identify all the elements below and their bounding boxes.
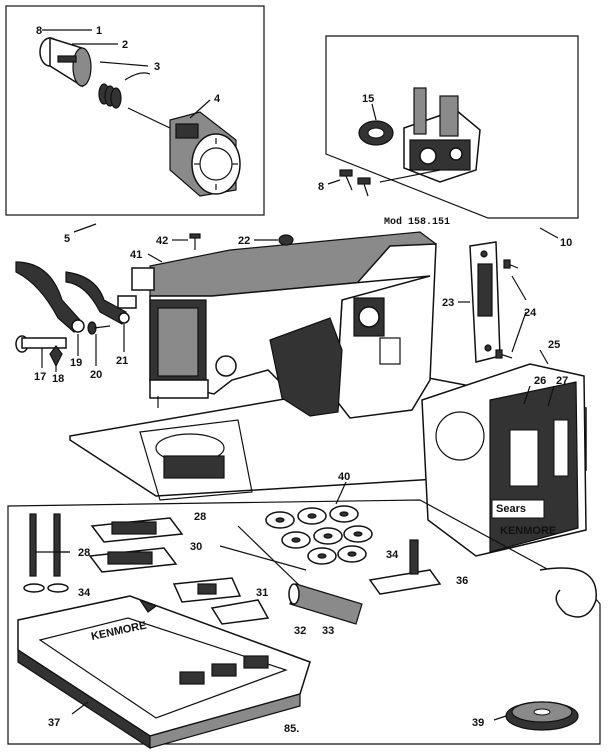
cover-brand-script: KENMORE — [500, 525, 556, 537]
part-label-8b: 8 — [318, 181, 324, 193]
part-label-21: 21 — [116, 355, 128, 367]
needle-plate-28-part — [90, 517, 184, 543]
motor-cap-part — [39, 36, 92, 88]
screwdriver-32-part — [219, 525, 307, 587]
page-number: 85. — [284, 723, 299, 735]
motor-body-part — [127, 107, 241, 197]
motor-inset — [5, 5, 265, 233]
part-label-18: 18 — [52, 373, 64, 385]
part-label-2: 2 — [122, 39, 128, 51]
hook-inset — [325, 35, 579, 239]
part-label-5: 5 — [64, 233, 70, 245]
spindles-28-part — [23, 513, 69, 593]
part-label-40: 40 — [338, 471, 350, 483]
part-label-3: 3 — [154, 61, 160, 73]
part-label-17: 17 — [34, 371, 46, 383]
part-label-27: 27 — [556, 375, 568, 387]
lever-parts — [15, 261, 137, 333]
part-label-4: 4 — [214, 93, 221, 105]
pin-17-part — [15, 335, 67, 353]
machine-head — [131, 231, 437, 419]
face-plate-23-part — [469, 241, 501, 363]
screw-20-part — [87, 321, 111, 335]
screws-part — [339, 169, 371, 197]
part-label-25: 25 — [548, 339, 560, 351]
part-label-42: 42 — [156, 235, 168, 247]
side-cover-25-part — [421, 363, 587, 557]
cam-tray-30-part — [88, 547, 178, 573]
part-label-37: 37 — [48, 717, 60, 729]
part-label-22: 22 — [238, 235, 250, 247]
ring-washer-part — [358, 120, 394, 146]
part-label-20: 20 — [90, 369, 102, 381]
part-label-39: 39 — [472, 717, 484, 729]
part-label-32: 32 — [294, 625, 306, 637]
part-label-33: 33 — [322, 625, 334, 637]
oil-tube-33-part — [288, 583, 363, 625]
part-label-19: 19 — [70, 357, 82, 369]
part-label-30: 30 — [190, 541, 202, 553]
part-label-10: 10 — [560, 237, 572, 249]
motor-spring-part — [98, 72, 151, 109]
part-label-36: 36 — [456, 575, 468, 587]
feet-31-part — [172, 577, 270, 625]
model-caption: Mod 158.151 — [384, 216, 450, 228]
part-label-28b: 28 — [194, 511, 206, 523]
part-label-1: 1 — [96, 25, 102, 37]
accessories-section — [7, 499, 601, 745]
gear-39-part — [505, 701, 579, 731]
part-label-15: 15 — [362, 93, 374, 105]
motor-inset-frame — [5, 5, 265, 216]
washer-22-part — [278, 234, 294, 246]
part-label-41: 41 — [130, 249, 142, 261]
part-label-26: 26 — [534, 375, 546, 387]
hook-mechanism-part — [403, 87, 481, 183]
part-label-28a: 28 — [78, 547, 90, 559]
part-label-23: 23 — [442, 297, 454, 309]
screw-42-part — [189, 233, 201, 250]
clip-18-part — [49, 345, 63, 368]
screws-24-part — [495, 259, 519, 359]
cover-brand-badge: Sears — [496, 503, 526, 515]
part-label-24: 24 — [524, 307, 537, 319]
part-label-34a: 34 — [386, 549, 399, 561]
foot-36-part — [368, 539, 442, 595]
hook-inset-frame — [325, 35, 579, 219]
part-label-31: 31 — [256, 587, 268, 599]
part-label-34b: 34 — [78, 587, 91, 599]
bobbins-40-part — [265, 505, 373, 565]
accessory-box-37-part — [17, 595, 311, 750]
part-label-8a: 8 — [36, 25, 42, 37]
